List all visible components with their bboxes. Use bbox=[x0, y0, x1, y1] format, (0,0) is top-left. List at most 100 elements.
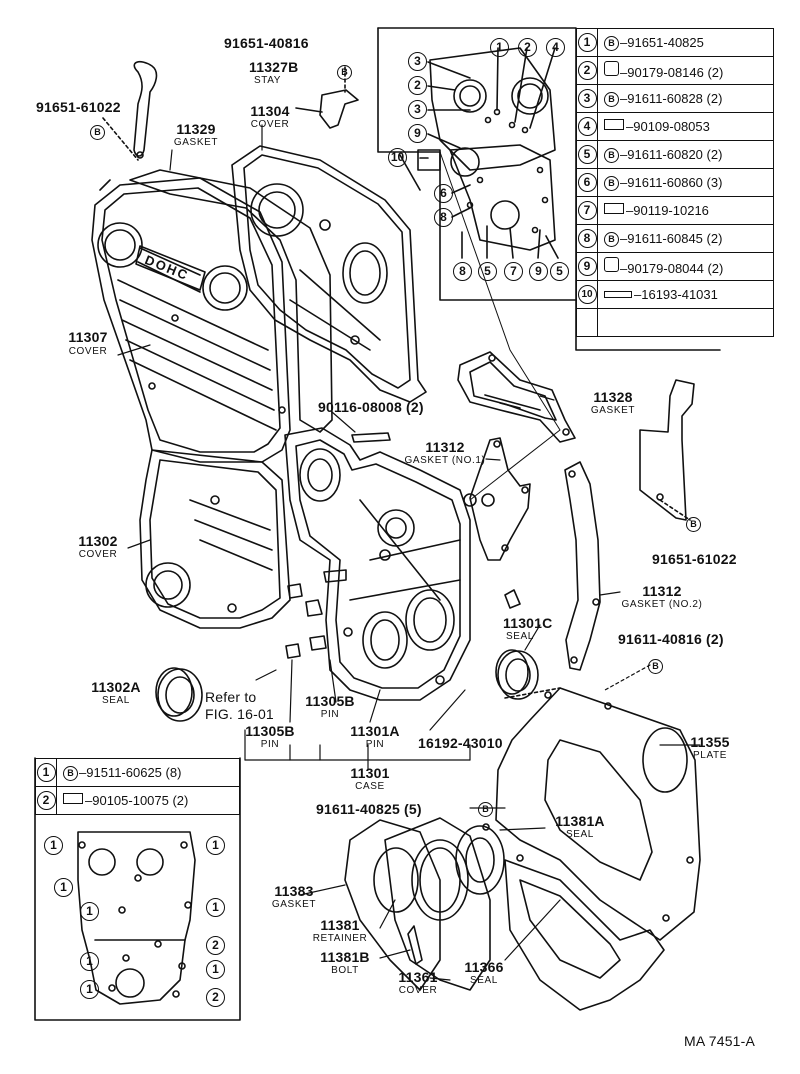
inset-mark: 1 bbox=[206, 960, 225, 979]
inset-mark: 5 bbox=[550, 262, 569, 281]
callout-11302a: 11302A bbox=[91, 679, 141, 695]
legend-number-circle: 4 bbox=[577, 117, 597, 136]
bolt-b-icon: B bbox=[604, 35, 619, 51]
callout-11312-no1-desc: GASKET (NO.1) bbox=[404, 455, 486, 466]
callout-11302-desc: COVER bbox=[78, 549, 118, 560]
callout-11328-desc: GASKET bbox=[590, 405, 636, 416]
bolt-icon bbox=[604, 203, 624, 214]
legend-part: –90105-10075 (2) bbox=[56, 786, 240, 815]
inset-mark: 1 bbox=[80, 980, 99, 999]
cover-gasket bbox=[99, 169, 333, 433]
callout-11381a: 11381A bbox=[555, 813, 605, 829]
legend-part: –16193-41031 bbox=[597, 280, 774, 309]
callout-11383-desc: GASKET bbox=[271, 899, 317, 910]
callout-11381a-desc: SEAL bbox=[566, 829, 594, 840]
legend-number: 1 bbox=[576, 28, 598, 57]
legend-part-number: 90179-08146 (2) bbox=[627, 65, 724, 80]
callout-11301-desc: CASE bbox=[355, 781, 385, 792]
b-mark: B bbox=[648, 658, 664, 674]
case-bracket bbox=[244, 729, 471, 771]
callout-11381b: 11381B bbox=[320, 949, 370, 965]
callout-11312-no2: 11312 bbox=[642, 583, 682, 599]
inset-mark: 8 bbox=[453, 262, 472, 281]
inset-mark: 5 bbox=[478, 262, 497, 281]
legend-number: 6 bbox=[576, 168, 598, 197]
legend-number-circle: 1 bbox=[36, 763, 56, 782]
legend-number-circle: 6 bbox=[577, 173, 597, 192]
bolt-b-icon: B bbox=[604, 231, 619, 247]
legend-part-number: 90179-08044 (2) bbox=[627, 261, 724, 276]
legend-part bbox=[597, 308, 774, 337]
callout-11366-desc: SEAL bbox=[470, 975, 498, 986]
inset-mark: 1 bbox=[54, 878, 73, 897]
inset-mark: 9 bbox=[529, 262, 548, 281]
inset-mark: 2 bbox=[206, 936, 225, 955]
inset-mark: 10 bbox=[388, 148, 407, 167]
b-mark: B bbox=[478, 801, 494, 817]
legend-part: B–91611-60860 (3) bbox=[597, 168, 774, 197]
callout-91651-61022-right: 91651-61022 bbox=[652, 551, 737, 567]
inset-mark: 8 bbox=[434, 208, 453, 227]
gasket-no2 bbox=[564, 461, 601, 671]
callout-91611-40816: 91611-40816 (2) bbox=[618, 631, 724, 647]
legend-part-number: 91651-40825 bbox=[627, 34, 704, 50]
callout-11327b: 11327B bbox=[249, 59, 299, 75]
callout-11361: 11361 bbox=[398, 969, 438, 985]
callout-91651-40816: 91651-40816 bbox=[224, 35, 309, 51]
plate-11355 bbox=[495, 687, 701, 941]
legend-number-circle: 2 bbox=[577, 61, 597, 80]
inset-bottom-frame bbox=[34, 757, 241, 1021]
callout-16192-43010: 16192-43010 bbox=[418, 735, 503, 751]
legend-number: 2 bbox=[35, 786, 57, 815]
bolt-b-icon: B bbox=[604, 91, 619, 107]
inset-mark: 1 bbox=[44, 836, 63, 855]
bolt-icon bbox=[63, 793, 83, 804]
callout-11381b-desc: BOLT bbox=[331, 965, 359, 976]
nut-icon bbox=[604, 61, 619, 76]
nut-icon bbox=[604, 257, 619, 272]
callout-11305b-lower: 11305B bbox=[245, 723, 295, 739]
legend-part-number: 91611-60860 (3) bbox=[627, 174, 723, 190]
legend-part: –90179-08146 (2) bbox=[597, 56, 774, 85]
legend-number-circle: 9 bbox=[577, 257, 597, 276]
bolt-b-icon: B bbox=[63, 765, 78, 781]
legend-row: 9–90179-08044 (2) bbox=[576, 252, 774, 281]
callout-11327b-desc: STAY bbox=[254, 75, 282, 86]
legend-part-number: 91611-60820 (2) bbox=[627, 146, 723, 162]
inset-mark: 1 bbox=[206, 898, 225, 917]
callout-90116-08008: 90116-08008 (2) bbox=[318, 399, 424, 415]
legend-part: B–91611-60828 (2) bbox=[597, 84, 774, 113]
seal-11302a bbox=[155, 667, 203, 722]
refer-text: Refer to bbox=[205, 689, 257, 705]
legend-number-circle: 3 bbox=[577, 89, 597, 108]
callout-11312-no2-desc: GASKET (NO.2) bbox=[621, 599, 703, 610]
callout-91611-40825: 91611-40825 (5) bbox=[316, 801, 422, 817]
legend-part: B–91611-60845 (2) bbox=[597, 224, 774, 253]
b-mark: B bbox=[337, 64, 353, 80]
legend-number: 2 bbox=[576, 56, 598, 85]
hook-bracket-left bbox=[102, 60, 158, 161]
callout-11307-desc: COVER bbox=[68, 346, 108, 357]
callout-11302: 11302 bbox=[78, 533, 118, 549]
inset-mark: 4 bbox=[546, 38, 565, 57]
figure-code: MA 7451-A bbox=[684, 1033, 756, 1049]
inset-mark: 1 bbox=[490, 38, 509, 57]
inset-mark: 1 bbox=[80, 952, 99, 971]
legend-part-number: 90109-08053 bbox=[633, 119, 710, 134]
legend-number: 3 bbox=[576, 84, 598, 113]
legend-part-number: 91611-60845 (2) bbox=[627, 230, 723, 246]
legend-number: 8 bbox=[576, 224, 598, 253]
callout-11355-desc: PLATE bbox=[693, 750, 727, 761]
legend-number-circle: 8 bbox=[577, 229, 597, 248]
callout-11302a-desc: SEAL bbox=[102, 695, 130, 706]
b-mark: B bbox=[686, 516, 702, 532]
callout-91651-61022-left: 91651-61022 bbox=[36, 99, 121, 115]
inset-mark: 2 bbox=[408, 76, 427, 95]
timing-case bbox=[284, 427, 495, 701]
gasket-11328 bbox=[457, 351, 576, 443]
